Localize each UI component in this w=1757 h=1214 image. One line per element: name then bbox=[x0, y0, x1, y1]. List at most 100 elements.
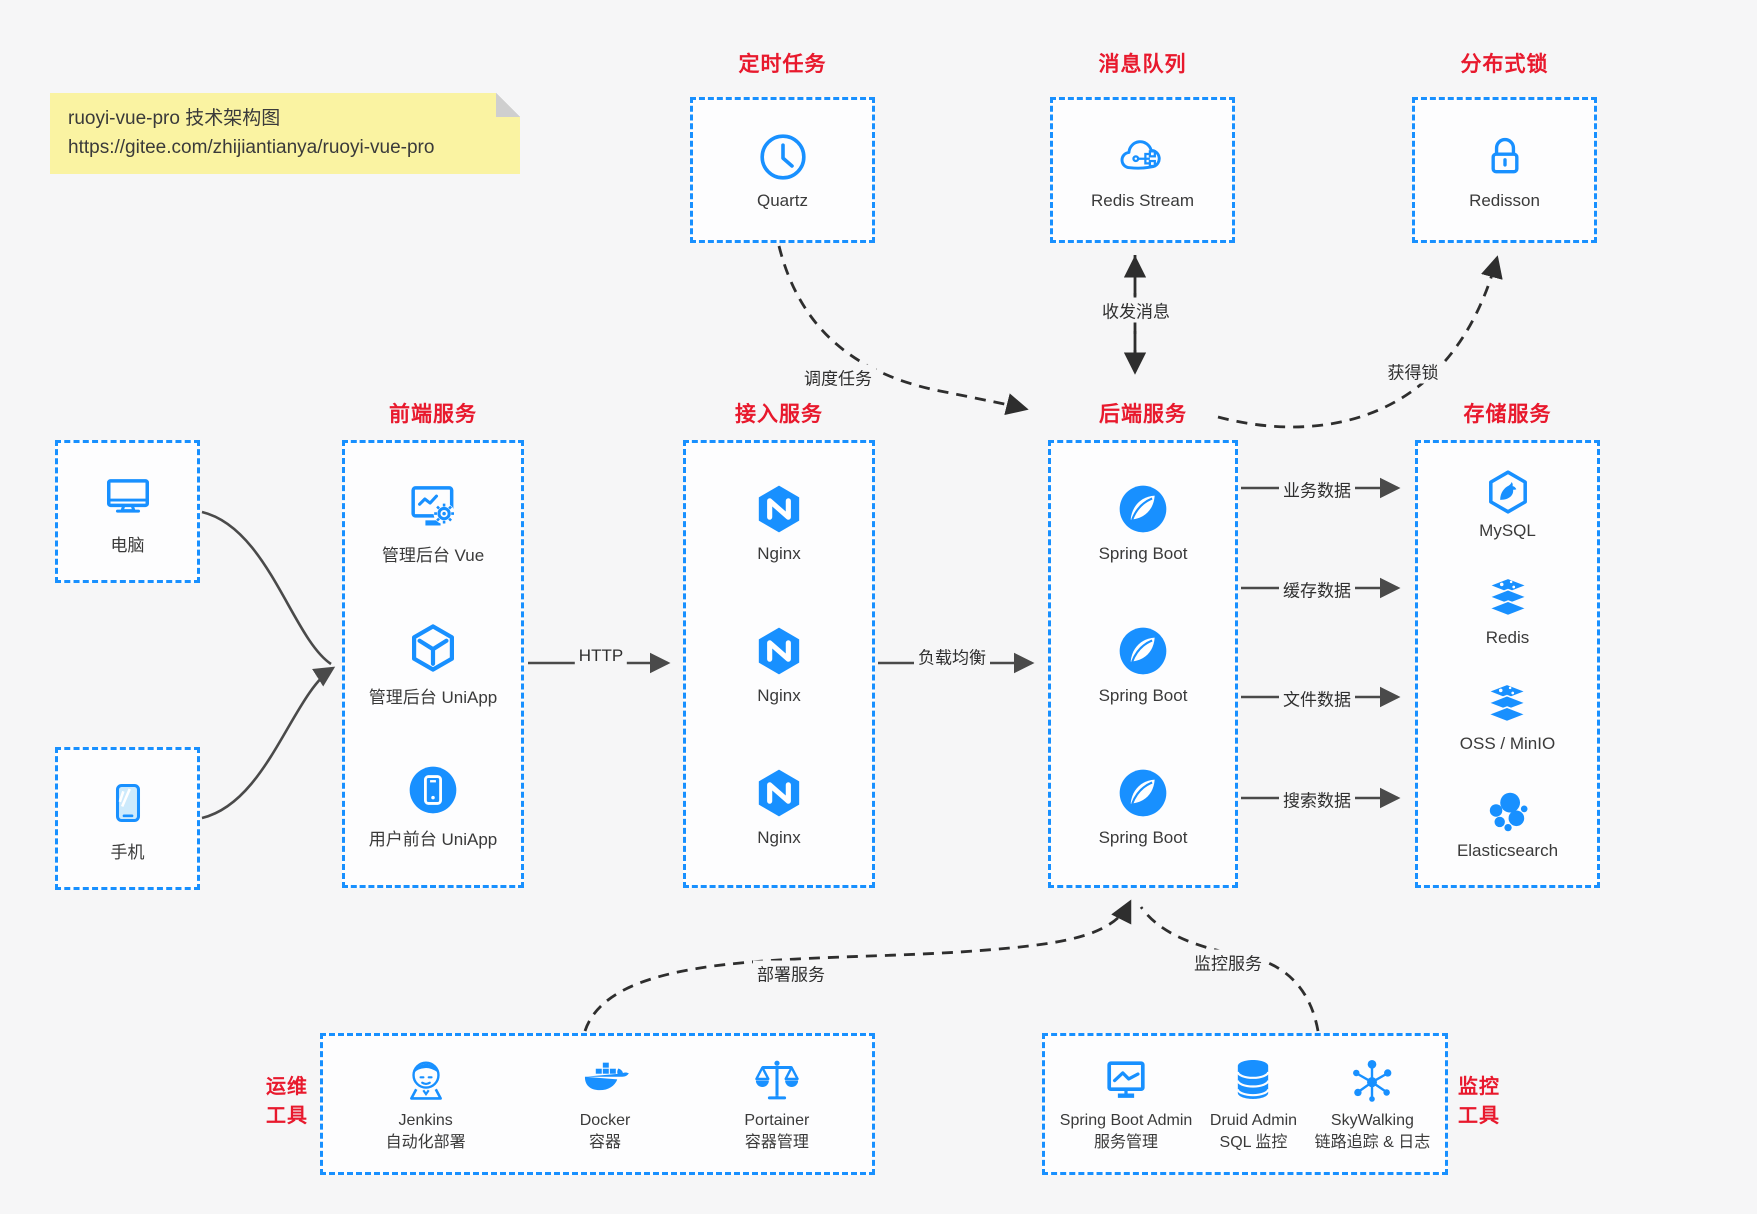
spring-boot-admin-icon bbox=[1100, 1054, 1152, 1106]
edge-label-monitor-service: 监控服务 bbox=[1190, 949, 1266, 975]
group-box-ops-tools: Jenkins 自动化部署 Docker 容器 Portainer 容器管理 bbox=[320, 1033, 875, 1175]
node-label: Docker bbox=[579, 1112, 631, 1130]
group-box-gateway: Nginx Nginx Nginx bbox=[683, 440, 875, 888]
portainer-icon bbox=[751, 1054, 803, 1106]
edge-label-file-data: 文件数据 bbox=[1279, 685, 1355, 711]
lock-icon bbox=[1478, 130, 1532, 184]
node-label: 管理后台 Vue bbox=[381, 546, 485, 565]
node-desc: SQL 监控 bbox=[1219, 1134, 1288, 1151]
node-label: Elasticsearch bbox=[1456, 840, 1559, 860]
node-nginx-3: Nginx bbox=[751, 765, 807, 848]
jenkins-icon bbox=[400, 1054, 452, 1106]
edge-phone-to-frontend bbox=[201, 666, 336, 820]
elasticsearch-icon bbox=[1482, 787, 1532, 837]
nginx-icon bbox=[751, 481, 807, 537]
node-desc: 自动化部署 bbox=[385, 1134, 466, 1151]
node-redis-stream: Redis Stream bbox=[1091, 130, 1194, 211]
node-label: Nginx bbox=[757, 543, 801, 563]
node-phone: 手机 bbox=[100, 775, 156, 863]
node-label: 电脑 bbox=[110, 535, 145, 555]
mysql-icon bbox=[1483, 467, 1533, 517]
group-box-backend: Spring Boot Spring Boot Spring Boot bbox=[1048, 440, 1238, 888]
group-title-monitor-tools: 监控 工具 bbox=[1458, 1073, 1500, 1131]
node-desc: 服务管理 bbox=[1094, 1134, 1159, 1151]
group-title-scheduled-job: 定时任务 bbox=[738, 53, 827, 76]
node-redisson: Redisson bbox=[1469, 130, 1540, 211]
node-quartz: Quartz bbox=[756, 130, 810, 211]
edge-label-send-receive-message: 收发消息 bbox=[1098, 297, 1174, 323]
user-app-icon bbox=[405, 762, 461, 818]
edge-label-search-data: 搜索数据 bbox=[1279, 786, 1355, 812]
node-label: Jenkins bbox=[398, 1112, 453, 1130]
node-label: Redisson bbox=[1469, 190, 1540, 210]
node-label: MySQL bbox=[1479, 521, 1536, 541]
node-label: SkyWalking bbox=[1330, 1112, 1414, 1130]
title-line: 工具 bbox=[266, 1105, 308, 1127]
group-box-storage: MySQL Redis OSS / MinIO Elasticsearch bbox=[1415, 440, 1600, 888]
nginx-icon bbox=[751, 623, 807, 679]
spring-boot-icon bbox=[1115, 623, 1171, 679]
node-desc: 容器管理 bbox=[744, 1134, 809, 1151]
group-title-storage: 存储服务 bbox=[1463, 403, 1552, 426]
node-label: Redis Stream bbox=[1091, 190, 1194, 210]
node-admin-vue: 管理后台 Vue bbox=[382, 478, 484, 566]
node-portainer: Portainer 容器管理 bbox=[744, 1054, 809, 1153]
node-desc: 容器 bbox=[589, 1134, 622, 1151]
smartphone-icon bbox=[100, 775, 156, 831]
nginx-icon bbox=[751, 765, 807, 821]
group-title-backend: 后端服务 bbox=[1099, 403, 1187, 426]
node-docker: Docker 容器 bbox=[579, 1054, 631, 1153]
node-user-uniapp: 用户前台 UniApp bbox=[369, 762, 497, 850]
node-label: Druid Admin bbox=[1209, 1112, 1298, 1130]
title-line: 运维 bbox=[266, 1076, 308, 1098]
sticky-note: ruoyi-vue-pro 技术架构图 https://gitee.com/zh… bbox=[50, 93, 520, 174]
skywalking-icon bbox=[1346, 1054, 1398, 1106]
client-box-desktop: 电脑 bbox=[55, 440, 200, 583]
edge-label-load-balance: 负载均衡 bbox=[914, 643, 990, 669]
group-title-frontend: 前端服务 bbox=[389, 403, 477, 426]
node-label: Spring Boot Admin bbox=[1059, 1112, 1193, 1130]
note-title: ruoyi-vue-pro 技术架构图 bbox=[68, 108, 281, 129]
spring-boot-icon bbox=[1115, 481, 1171, 537]
group-box-frontend: 管理后台 Vue 管理后台 UniApp 用户前台 UniApp bbox=[342, 440, 524, 888]
node-label: OSS / MinIO bbox=[1459, 734, 1556, 754]
edge-deploy-service bbox=[583, 899, 1132, 1032]
node-nginx-1: Nginx bbox=[751, 481, 807, 564]
edge-label-http: HTTP bbox=[574, 646, 628, 666]
edge-label-cache-data: 缓存数据 bbox=[1279, 576, 1355, 602]
edge-label-dispatch-job: 调度任务 bbox=[800, 364, 876, 390]
node-label: 手机 bbox=[110, 842, 145, 862]
spring-boot-icon bbox=[1115, 765, 1171, 821]
group-title-gateway: 接入服务 bbox=[735, 403, 823, 426]
node-label: 用户前台 UniApp bbox=[368, 830, 498, 849]
node-label: Portainer bbox=[744, 1112, 810, 1130]
note-url: https://gitee.com/zhijiantianya/ruoyi-vu… bbox=[68, 137, 435, 159]
node-label: Spring Boot bbox=[1098, 827, 1188, 847]
node-label: Nginx bbox=[757, 685, 801, 705]
node-desc: 链路追踪 & 日志 bbox=[1314, 1134, 1431, 1151]
client-box-phone: 手机 bbox=[55, 747, 200, 890]
docker-icon bbox=[579, 1054, 631, 1106]
node-elasticsearch: Elasticsearch bbox=[1457, 787, 1558, 861]
clock-icon bbox=[756, 130, 810, 184]
group-title-distributed-lock: 分布式锁 bbox=[1460, 53, 1549, 76]
group-box-distributed-lock: Redisson bbox=[1412, 97, 1597, 243]
node-nginx-2: Nginx bbox=[751, 623, 807, 706]
title-line: 监控 bbox=[1458, 1076, 1500, 1098]
oss-stack-icon bbox=[1482, 680, 1532, 730]
node-oss-minio: OSS / MinIO bbox=[1460, 680, 1555, 754]
node-label: Redis bbox=[1485, 627, 1530, 647]
node-spring-boot-3: Spring Boot bbox=[1098, 765, 1188, 848]
node-label: Spring Boot bbox=[1098, 685, 1188, 705]
group-box-monitor-tools: Spring Boot Admin 服务管理 Druid Admin SQL 监… bbox=[1042, 1033, 1448, 1175]
node-admin-uniapp: 管理后台 UniApp bbox=[369, 620, 497, 708]
node-spring-boot-1: Spring Boot bbox=[1099, 481, 1187, 564]
node-spring-boot-2: Spring Boot bbox=[1098, 623, 1188, 706]
node-jenkins: Jenkins 自动化部署 bbox=[386, 1054, 466, 1153]
group-title-message-queue: 消息队列 bbox=[1098, 53, 1187, 76]
edge-label-deploy-service: 部署服务 bbox=[753, 960, 829, 986]
node-skywalking: SkyWalking 链路追踪 & 日志 bbox=[1314, 1054, 1431, 1153]
node-desktop: 电脑 bbox=[100, 468, 156, 556]
cloud-network-icon bbox=[1115, 130, 1169, 184]
